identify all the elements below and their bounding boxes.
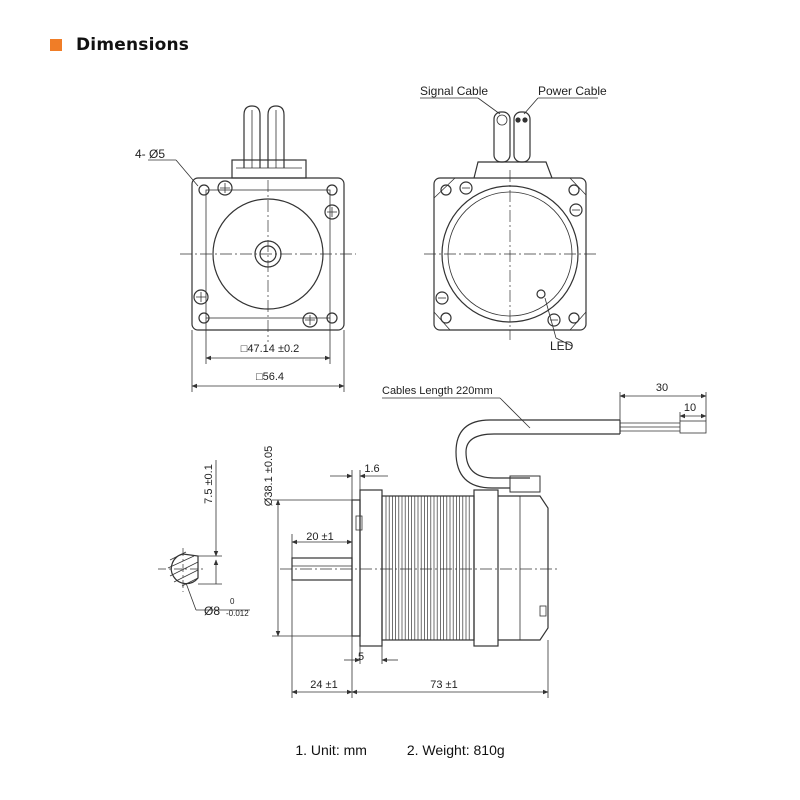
front-connector-block [231, 159, 307, 179]
front-cable-left [243, 105, 261, 168]
shaft-tol-lower: -0.012 [226, 609, 249, 618]
front-hole [326, 184, 338, 196]
side-end-cap [498, 495, 549, 641]
rear-screw [435, 291, 449, 305]
front-screw [324, 204, 340, 220]
led-label: LED [550, 339, 574, 353]
side-rear-flange [473, 489, 499, 647]
side-cable-inner [465, 433, 620, 479]
rear-screw [569, 203, 583, 217]
section-header: Dimensions [50, 34, 189, 56]
flat-dimension-label: 7.5 ±0.1 [203, 464, 215, 504]
section-title: Dimensions [76, 35, 190, 55]
side-view [272, 392, 707, 698]
rear-screw [547, 313, 561, 327]
rear-screw [459, 181, 473, 195]
signal-cable-end [493, 111, 511, 163]
shaft-section [158, 460, 250, 611]
shaft-diameter-label: Ø8 [204, 604, 220, 618]
dim-10-label: 10 [684, 402, 696, 414]
dim-30-label: 30 [656, 382, 668, 394]
front-screw [302, 312, 318, 328]
shaft-section-outline [170, 553, 199, 585]
power-cable-label: Power Cable [538, 84, 607, 98]
dim-1-6-label: 1.6 [364, 463, 379, 475]
outer-dimension-label: □56.4 [256, 371, 284, 383]
signal-cable-label: Signal Cable [420, 84, 488, 98]
front-hole [198, 184, 210, 196]
note-weight: 2. Weight: 810g [406, 742, 505, 758]
led-indicator [536, 289, 546, 299]
hole-spec-label: 4- Ø5 [135, 147, 165, 161]
cables-length-label: Cables Length 220mm [382, 385, 493, 397]
rear-view [420, 97, 598, 347]
dim-20-label: 20 ±1 [306, 531, 333, 543]
pilot-diameter-label: Ø38.1 ±0.05 [263, 446, 275, 506]
dim-73-label: 73 ±1 [430, 679, 457, 691]
side-cable-outer [455, 419, 620, 489]
front-cable-right [267, 105, 285, 168]
dim-24-label: 24 ±1 [310, 679, 337, 691]
side-flange [359, 489, 383, 647]
front-screw [193, 289, 209, 305]
front-view [148, 105, 356, 392]
section-marker-icon [50, 39, 62, 51]
front-hole [326, 312, 338, 324]
inner-dimension-label: □47.14 ±0.2 [241, 343, 300, 355]
shaft-tol-upper: 0 [230, 597, 235, 606]
dim-5-label: 5 [358, 651, 364, 663]
front-screw [217, 180, 233, 196]
note-unit: 1. Unit: mm [295, 742, 367, 758]
front-hole [198, 312, 210, 324]
rear-connector-block [473, 161, 553, 179]
footer-notes: 1. Unit: mm 2. Weight: 810g [0, 742, 800, 758]
cable-tip [679, 420, 707, 434]
